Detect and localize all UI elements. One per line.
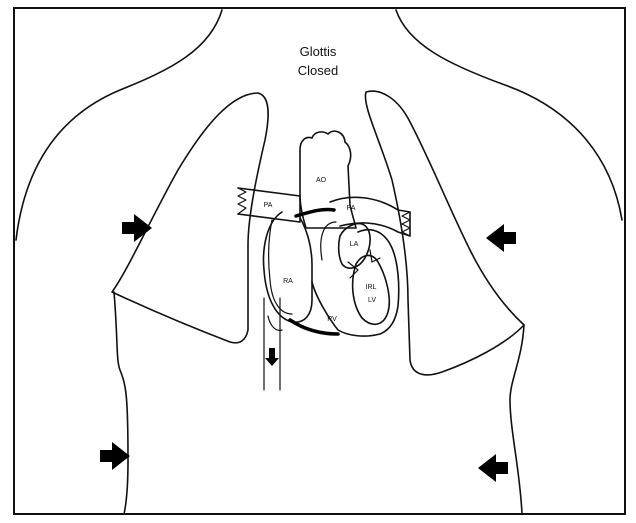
arrow-right-upper-icon — [122, 214, 152, 242]
arrow-left-upper-icon — [486, 224, 516, 252]
caption-line-2: Closed — [298, 63, 338, 78]
label-left-ventricle: LV — [368, 297, 376, 304]
pa-left-end-upper — [238, 188, 246, 214]
figure-border — [14, 8, 625, 514]
label-left-atrium: LA — [350, 241, 359, 248]
pa-right-end — [402, 212, 410, 236]
caption-line-1: Glottis — [300, 44, 337, 59]
label-pa-left: PA — [264, 202, 273, 209]
body-outline-left — [16, 10, 222, 240]
body-outline-right — [396, 10, 622, 220]
ivc-arrow-icon — [265, 348, 279, 366]
torso-side-left — [114, 292, 128, 514]
torso-side-right — [510, 325, 524, 514]
label-aorta: AO — [316, 177, 327, 184]
label-right-atrium: RA — [283, 278, 293, 285]
arrow-left-lower-icon — [478, 454, 508, 482]
label-pa-right: PA — [347, 205, 356, 212]
label-lv-inner: IRL — [366, 284, 377, 291]
arrow-right-lower-icon — [100, 442, 130, 470]
label-right-ventricle: RV — [327, 316, 337, 323]
